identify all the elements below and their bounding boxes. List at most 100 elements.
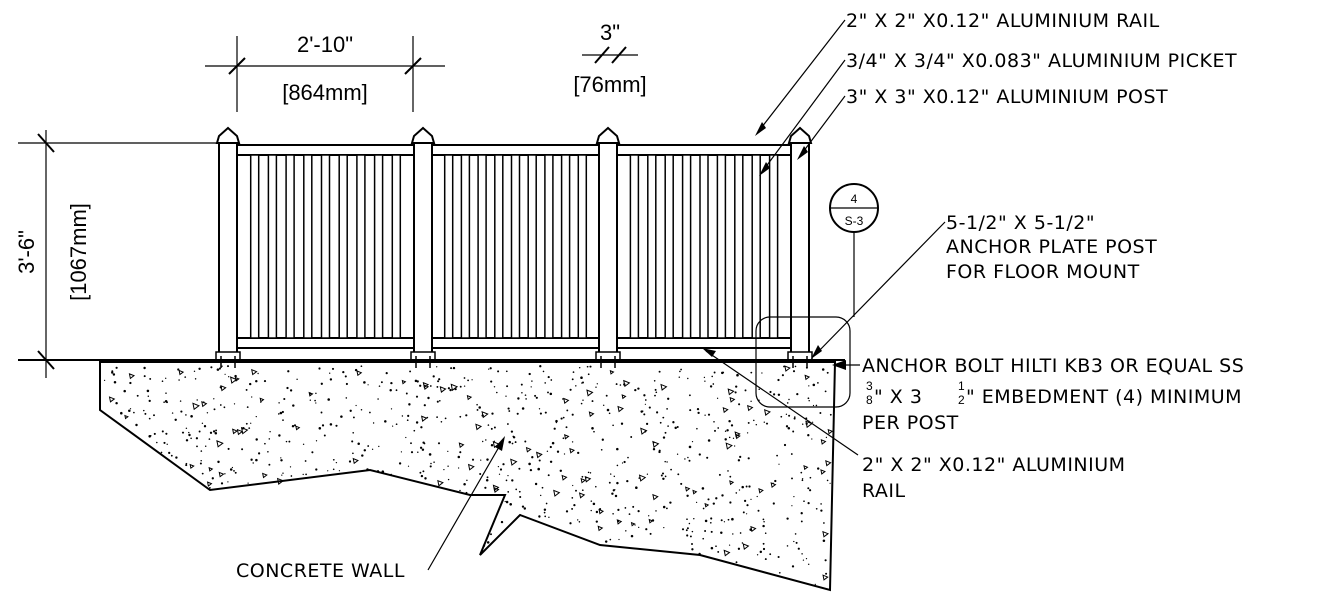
hatch-dot [111,371,114,374]
hatch-aggregate [259,397,265,403]
hatch-dot [807,563,810,566]
hatch-aggregate [578,492,586,499]
hatch-aggregate [820,469,826,475]
height-imperial: 3'-6" [14,230,39,274]
hatch-dot [200,450,203,452]
hatch-dot [720,531,723,534]
hatch-dot [612,513,614,515]
hatch-dot [245,388,248,391]
picket [373,154,384,339]
hatch-dot [616,481,619,485]
hatch-dot [763,521,765,523]
hatch-dot [161,380,164,383]
hatch-aggregate [722,407,729,414]
hatch-dot [728,419,731,423]
hatch-dot [658,370,661,373]
hatch-dot [335,424,338,427]
post [413,142,433,361]
hatch-dot [344,375,347,378]
hatch-dot [260,401,262,403]
hatch-dot [687,377,689,380]
hatch-dot [390,473,392,476]
hatch-dot [332,468,335,471]
hatch-dot [750,371,753,374]
hatch-dot [400,451,403,453]
hatch-dot [727,470,729,472]
posts [215,126,813,368]
hatch-dot [762,547,766,551]
hatch-dot [531,380,533,382]
hatch-dot [268,438,271,440]
bay-width-metric: [864mm] [282,80,368,105]
hatch-dot [378,385,381,387]
post-cap [595,126,621,144]
hatch-dot [263,380,267,383]
hatch-dot [712,502,715,505]
hatch-dot [234,471,237,474]
hatch-dot [185,464,188,467]
hatch-dot [143,409,145,412]
hatch-dot [578,366,581,369]
hatch-dot [203,425,207,428]
hatch-dot [296,378,298,381]
hatch-dot [638,526,640,529]
picket [734,154,744,339]
hatch-dot [285,440,288,443]
hatch-dot [715,497,718,500]
hatch-dot [750,498,752,501]
anchor-bolt-fraction-numerator: 3 [866,379,873,393]
hatch-aggregate [475,423,483,431]
hatch-dot [269,431,271,433]
hatch-dot [267,451,269,453]
anchor-bolt-fraction2-denominator: 2 [958,393,965,407]
hatch-dot [315,440,318,442]
hatch-dot [428,453,432,456]
hatch-dot [643,394,646,397]
hatch-dot [188,431,190,434]
hatch-dot [696,407,700,411]
hatch-dot [487,424,490,426]
hatch-dot [357,442,360,445]
hatch-dot [206,412,209,414]
hatch-dot [587,373,590,376]
hatch-dot [791,565,795,568]
hatch-dot [280,459,283,462]
hatch-dot [423,404,426,407]
hatch-aggregate [804,374,811,381]
hatch-dot [736,373,739,377]
hatch-dot [381,470,385,474]
callout-concrete: CONCRETE WALL [236,436,505,582]
hatch-dot [637,510,640,513]
hatch-dot [507,407,510,410]
hatch-dot [709,521,712,524]
hatch-aggregate [553,489,561,497]
hatch-dot [247,482,249,484]
hatch-dot [371,448,374,450]
hatch-dot [688,445,692,449]
picket [338,154,348,339]
picket [560,154,571,339]
hatch-aggregate [276,477,285,485]
hatch-dot [422,470,425,473]
hatch-dot [250,422,252,424]
hatch-dot [619,384,622,386]
hatch-dot [190,437,192,440]
picket-callout: 3/4" X 3/4" X0.083" ALUMINIUM PICKET [846,50,1237,72]
hatch-dot [587,471,590,474]
hatch-dot [499,468,503,471]
hatch-dot [360,365,363,368]
hatch-dot [794,533,797,535]
picket [320,154,331,339]
hatch-dot [575,489,577,492]
hatch-dot [763,421,765,423]
hatch-dot [143,375,146,378]
hatch-dot [161,430,164,433]
picket [751,154,761,339]
hatch-dot [422,441,425,444]
hatch-dot [684,458,686,460]
hatch-dot [215,429,218,432]
picket [494,154,504,339]
hatch-dot [420,426,423,429]
hatch-dot [429,385,432,387]
hatch-aggregate [525,446,532,453]
